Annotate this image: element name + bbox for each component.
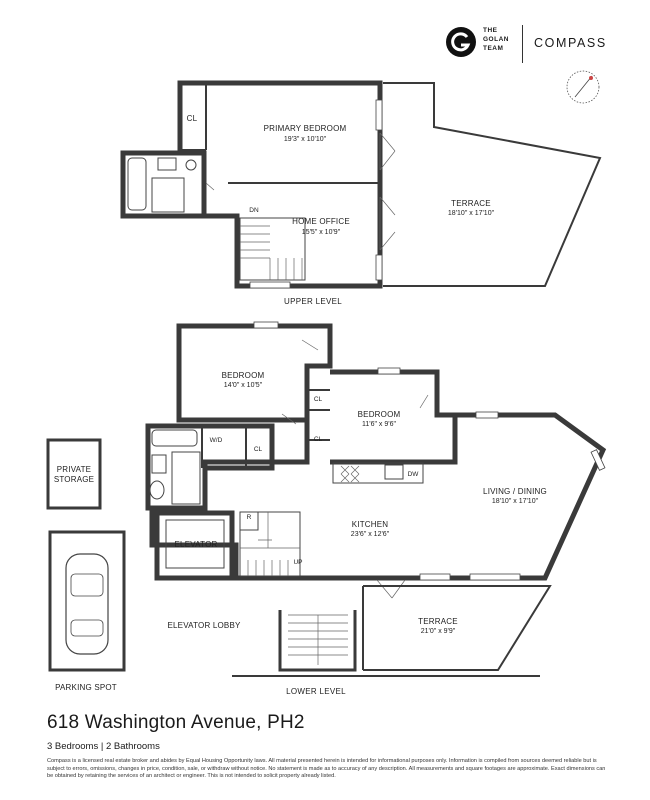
- golan-line-3: TEAM: [483, 45, 504, 52]
- floor-plan: CL PRIMARY BEDROOM 19'3" x 10'10" HOME O…: [46, 70, 607, 696]
- kitchen-name: KITCHEN: [352, 520, 389, 529]
- elevator-lobby-label: ELEVATOR LOBBY: [167, 621, 241, 630]
- dishwasher-label: DW: [408, 471, 420, 478]
- upper-level-label: UPPER LEVEL: [284, 297, 342, 306]
- parking-spot-label: PARKING SPOT: [55, 683, 117, 692]
- lower-terrace-dims: 21'0" x 9'9": [421, 628, 456, 635]
- upper-stairs: [239, 217, 306, 281]
- lower-stairs-label: UP: [293, 559, 302, 566]
- lower-level-label: LOWER LEVEL: [286, 687, 346, 696]
- car-icon: [65, 553, 109, 655]
- listing-title: 618 Washington Avenue, PH2: [47, 712, 305, 733]
- upper-stairs-label: DN: [249, 207, 259, 214]
- compass-logo: COMPASS: [534, 36, 607, 50]
- closet-label-1: CL: [314, 396, 323, 403]
- lobby-stairs: [288, 614, 348, 665]
- living-dining-name: LIVING / DINING: [483, 487, 547, 496]
- listing-subtitle: 3 Bedrooms | 2 Bathrooms: [47, 741, 160, 752]
- golan-logo-mark: [446, 27, 476, 57]
- upper-terrace-name: TERRACE: [451, 199, 491, 208]
- upper-level-plan: CL PRIMARY BEDROOM 19'3" x 10'10" HOME O…: [120, 80, 602, 306]
- private-storage-label-1: PRIVATE: [57, 465, 91, 474]
- living-dining-dims: 18'10" x 17'10": [492, 498, 539, 505]
- bedroom-1-dims: 14'0" x 10'5": [224, 382, 263, 389]
- cooktop-icon: [340, 465, 360, 483]
- primary-bedroom-name: PRIMARY BEDROOM: [264, 124, 347, 133]
- lower-terrace-name: TERRACE: [418, 617, 458, 626]
- elevator-label: ELEVATOR: [175, 540, 218, 549]
- fridge-label: R: [247, 514, 252, 521]
- bedroom-2-dims: 11'6" x 9'6": [362, 421, 396, 428]
- golan-team-wordmark: THE GOLAN TEAM: [483, 26, 509, 53]
- washer-dryer-label: W/D: [210, 437, 223, 444]
- golan-team-logo: [446, 27, 476, 57]
- bedroom-2-name: BEDROOM: [358, 410, 401, 419]
- bedroom-1-name: BEDROOM: [222, 371, 265, 380]
- lower-level-plan: BEDROOM 14'0" x 10'5" BEDROOM 11'6" x 9'…: [46, 321, 607, 696]
- closet-label-2: CL: [314, 436, 323, 443]
- golan-line-2: GOLAN: [483, 36, 509, 43]
- brand-divider: [522, 25, 523, 63]
- kitchen-dims: 23'6" x 12'6": [351, 531, 390, 538]
- legal-disclaimer: Compass is a licensed real estate broker…: [47, 758, 606, 780]
- home-office-name: HOME OFFICE: [292, 217, 350, 226]
- golan-line-1: THE: [483, 27, 498, 34]
- upper-closet-label: CL: [187, 114, 198, 123]
- home-office-dims: 15'5" x 10'9": [302, 229, 341, 236]
- private-storage-label-2: STORAGE: [54, 475, 94, 484]
- north-arrow-icon: [566, 70, 600, 104]
- primary-bedroom-dims: 19'3" x 10'10": [284, 136, 327, 143]
- lower-stairs: [239, 511, 301, 577]
- g-letter-icon: [451, 32, 471, 52]
- closet-label-3: CL: [254, 446, 263, 453]
- upper-terrace-dims: 18'10" x 17'10": [448, 210, 495, 217]
